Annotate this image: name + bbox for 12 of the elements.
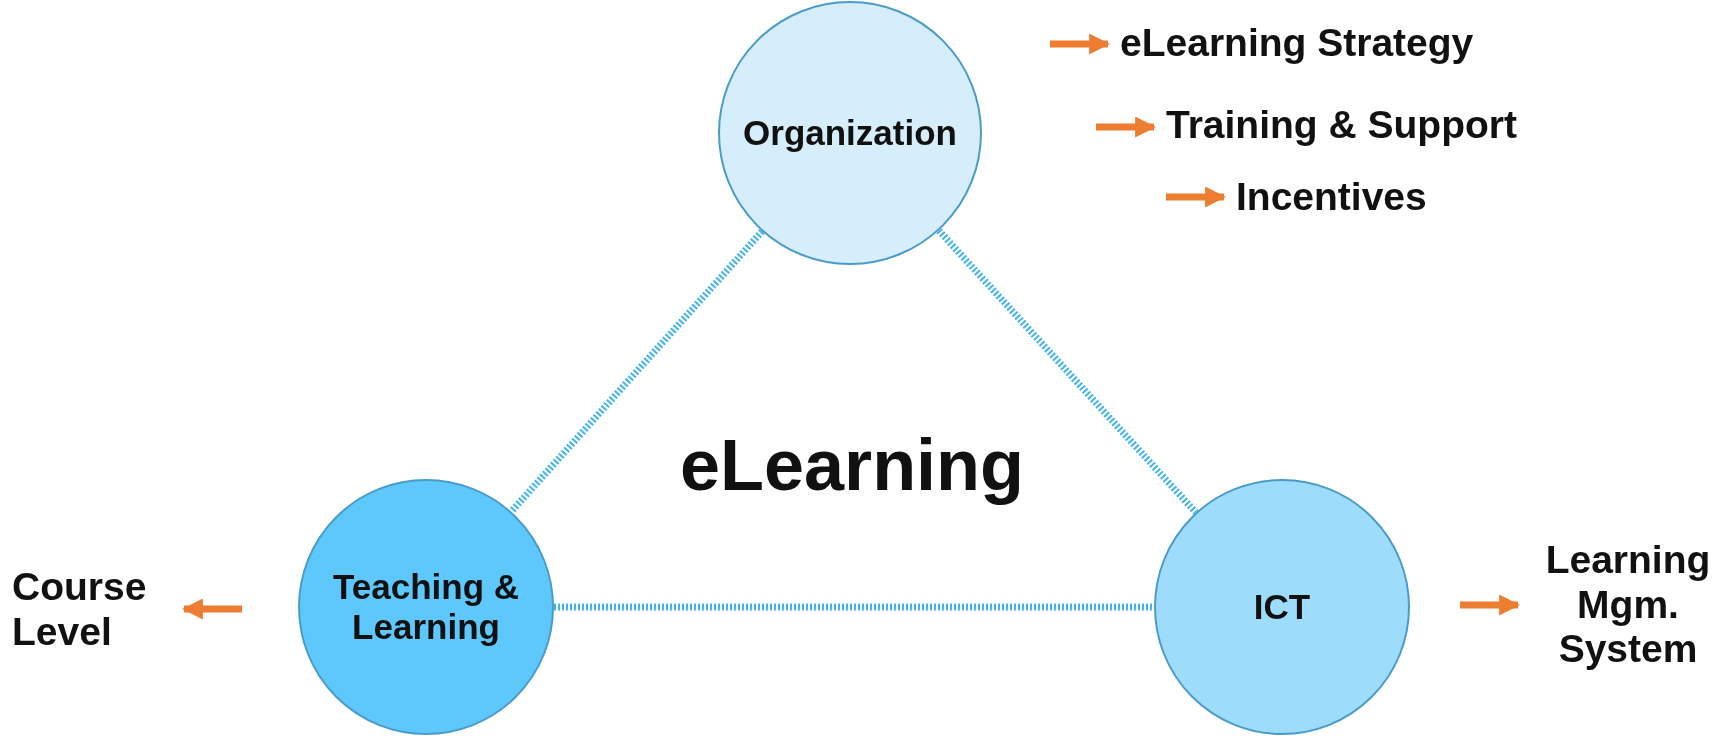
node-label: Course Level (12, 565, 148, 655)
node-label: eLearning Strategy (1120, 20, 1474, 66)
dotted-line (554, 603, 1154, 611)
node-label: Training & Support (1166, 102, 1517, 148)
node-label: Organization (743, 112, 957, 154)
node-label: Teaching & Learning (331, 566, 520, 648)
node-label: Learning Mgm. System (1544, 537, 1712, 673)
dotted-line (508, 229, 765, 514)
dotted-line (936, 228, 1199, 515)
node-label: Incentives (1236, 174, 1427, 220)
node-label: ICT (1253, 586, 1311, 628)
center-title: eLearning (680, 424, 1025, 506)
